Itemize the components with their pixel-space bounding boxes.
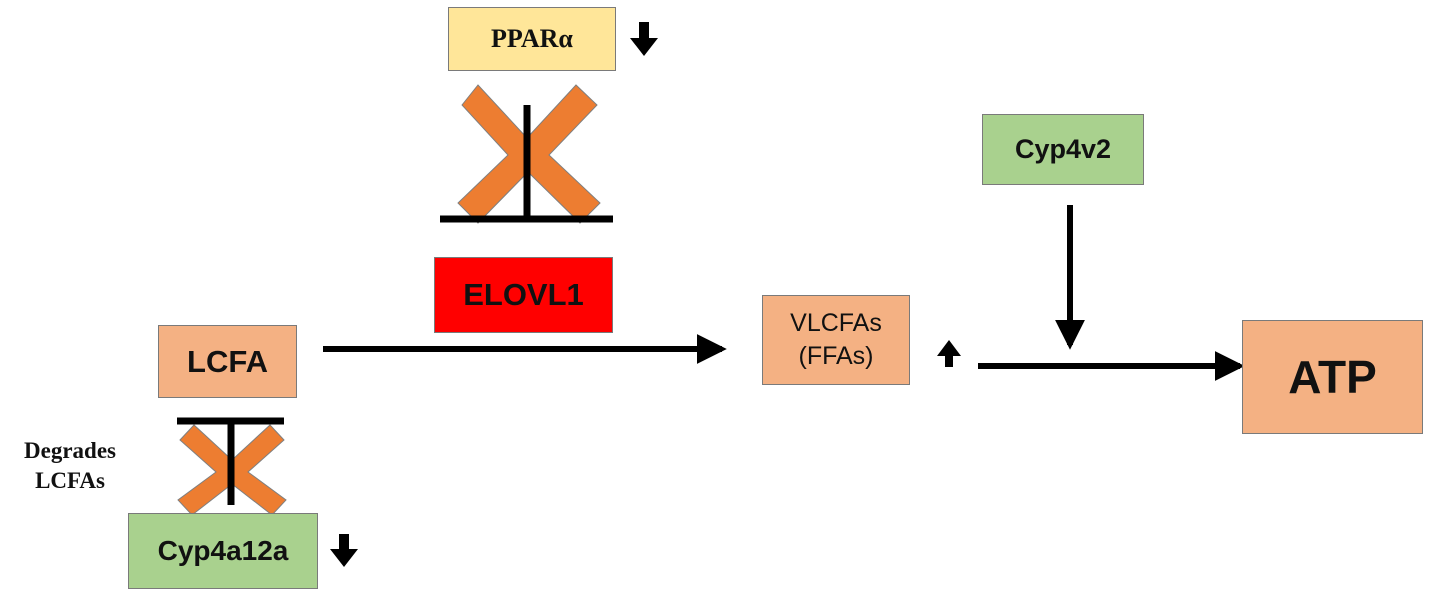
degrades-line1: Degrades xyxy=(24,438,116,463)
atp-node: ATP xyxy=(1242,320,1423,434)
lcfa-node: LCFA xyxy=(158,325,297,398)
atp-label: ATP xyxy=(1288,351,1377,403)
vlcfas-label-line2: (FFAs) xyxy=(798,342,874,370)
ppara-label: PPARα xyxy=(491,24,573,53)
cyp4a12a-label: Cyp4a12a xyxy=(157,535,289,566)
ppara-node: PPARα xyxy=(448,7,616,71)
elovl1-node: ELOVL1 xyxy=(434,257,613,333)
cyp4v2-label: Cyp4v2 xyxy=(1014,134,1112,164)
down-arrow-icon-ppara xyxy=(630,22,658,56)
degrades-line2: LCFAs xyxy=(35,468,105,493)
elovl1-label: ELOVL1 xyxy=(463,277,584,312)
vlcfas-node: VLCFAs (FFAs) xyxy=(762,295,910,385)
cyp4a12a-node: Cyp4a12a xyxy=(128,513,318,589)
vlcfas-label-line1: VLCFAs xyxy=(790,309,882,337)
lcfa-label: LCFA xyxy=(187,343,268,379)
up-arrow-icon-vlcfas xyxy=(937,340,961,367)
down-arrow-icon-cyp4a12a xyxy=(330,534,358,567)
cyp4v2-node: Cyp4v2 xyxy=(982,114,1144,185)
degrades-annotation: Degrades LCFAs xyxy=(2,436,138,496)
